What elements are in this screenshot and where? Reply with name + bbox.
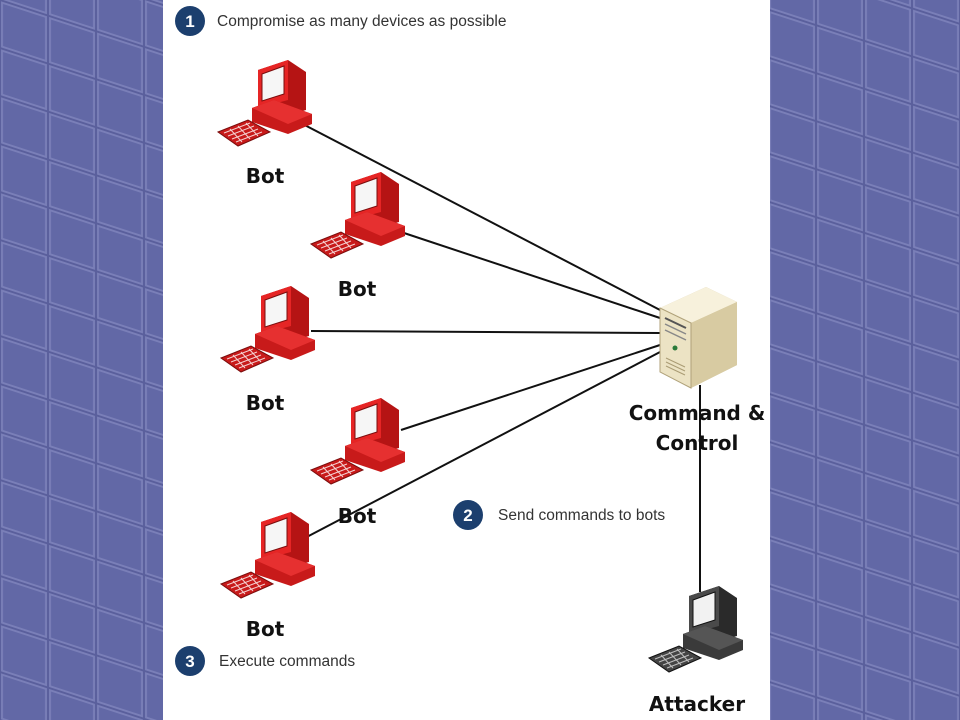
red-computer-icon — [310, 171, 406, 259]
bot-label: Bot — [246, 391, 285, 415]
bot-2: Bot — [310, 171, 406, 301]
link-bot-3 — [310, 330, 661, 334]
bot-label: Bot — [338, 277, 377, 301]
step-badge — [453, 500, 483, 530]
step-number: 2 — [463, 506, 472, 525]
step-2: 2 Send commands to bots — [453, 500, 665, 530]
step-1: 1 Compromise as many devices as possible — [175, 6, 506, 36]
bot-label: Bot — [246, 617, 285, 641]
step-number: 3 — [185, 652, 194, 671]
server-tower-icon — [659, 287, 737, 389]
step-badge — [175, 646, 205, 676]
server-label-line2: Control — [656, 431, 739, 455]
step-text: Send commands to bots — [498, 507, 665, 524]
step-text: Compromise as many devices as possible — [217, 13, 506, 30]
step-text: Execute commands — [219, 653, 355, 670]
step-3: 3 Execute commands — [175, 646, 355, 676]
bot-4: Bot — [310, 397, 406, 528]
link-bot-4 — [400, 344, 661, 431]
black-computer-icon — [648, 585, 744, 673]
command-and-control: Command & Control — [629, 287, 766, 455]
bot-label: Bot — [338, 504, 377, 528]
red-computer-icon — [220, 511, 316, 599]
server-label-line1: Command & — [629, 401, 766, 425]
link-bot-5 — [300, 351, 661, 541]
bot-5: Bot — [220, 511, 316, 641]
bot-label: Bot — [246, 164, 285, 188]
red-computer-icon — [220, 285, 316, 373]
diagram-panel: 1 Compromise as many devices as possible… — [163, 0, 770, 720]
bot-3: Bot — [220, 285, 316, 415]
attacker: Attacker — [648, 585, 745, 716]
link-bot-2 — [400, 231, 661, 319]
botnet-diagram: 1 Compromise as many devices as possible… — [175, 6, 766, 716]
attacker-label: Attacker — [649, 692, 745, 716]
connection-lines — [294, 119, 701, 592]
red-computer-icon — [310, 397, 406, 485]
link-bot-1 — [294, 119, 661, 311]
bot-1: Bot — [217, 59, 313, 188]
step-badge — [175, 6, 205, 36]
step-number: 1 — [185, 12, 194, 31]
red-computer-icon — [217, 59, 313, 147]
